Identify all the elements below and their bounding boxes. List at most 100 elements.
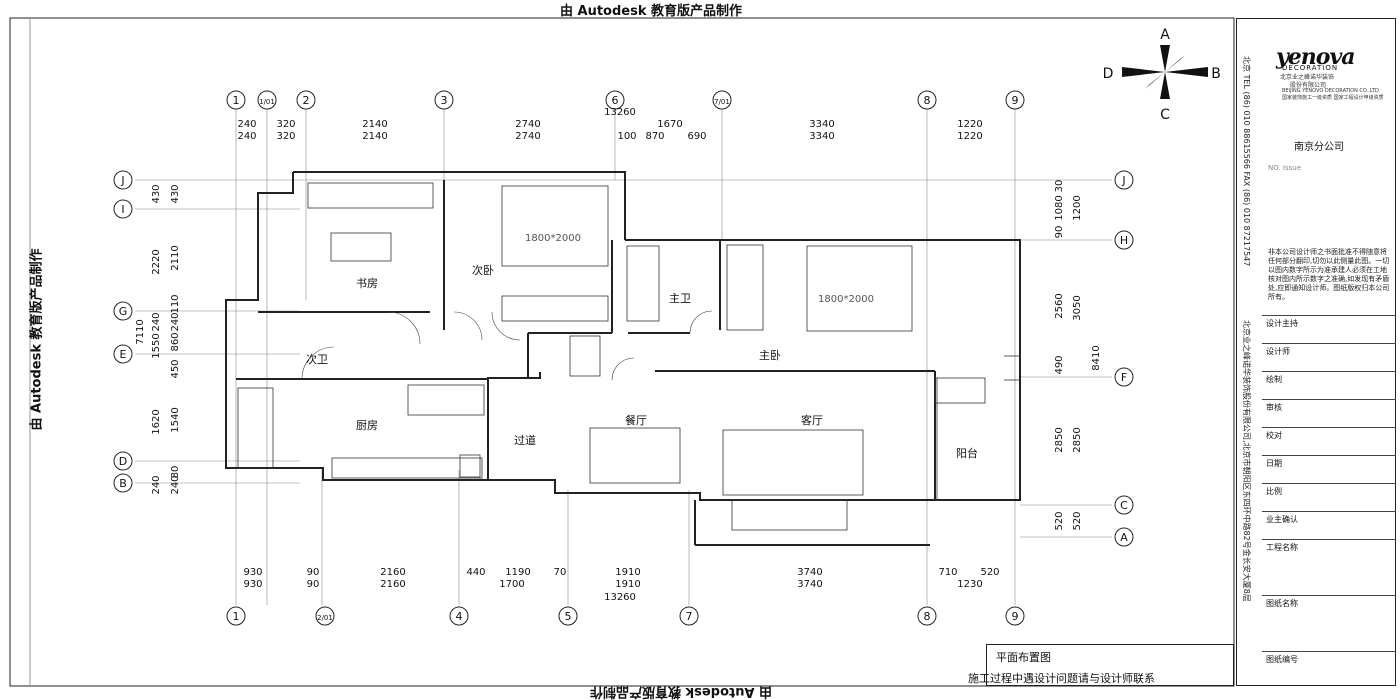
- watermark-bottom: 由 Autodesk 教育版产品制作: [590, 684, 773, 699]
- grid-left-4: [113, 451, 133, 471]
- dim-right-outer-0: 1200: [1072, 195, 1083, 220]
- grid-bottom-1: [315, 606, 335, 626]
- dim-left-inner-2: 110: [170, 294, 181, 313]
- dim-bot-r1-8: 710: [938, 567, 957, 578]
- grid-top-7-label: 9: [1012, 94, 1019, 107]
- contact-info: 北京 TEL (86) 010 88615566 FAX (86) 010 87…: [1242, 56, 1251, 267]
- dim-left-outer-0: 430: [151, 184, 162, 203]
- grid-top-6-label: 8: [924, 94, 931, 107]
- titleblock-row-3: 审核: [1266, 403, 1282, 412]
- grid-top-2: [296, 90, 316, 110]
- grid-right-3-label: C: [1120, 499, 1128, 512]
- compass-b: B: [1211, 66, 1221, 82]
- dim-right-outer-1: 3050: [1072, 295, 1083, 320]
- titleblock-row-2: 绘制: [1266, 375, 1282, 384]
- grid-right-4: [1114, 527, 1134, 547]
- dim-bot-r1-2: 2160: [380, 567, 405, 578]
- dim-top-r2-3: 2740: [515, 131, 540, 142]
- dim-left-total: 7110: [135, 319, 146, 344]
- company-name-cn: 北京业之峰诺华装饰: [1280, 74, 1335, 81]
- company-logo: yenova: [1276, 44, 1355, 70]
- grid-top-0: [226, 90, 246, 110]
- dim-left-inner-3: 240: [170, 312, 181, 331]
- company-name-en: BEIJING YENOVO DECORATION CO.,LTD: [1282, 88, 1379, 94]
- titleblock-row-6: 比例: [1266, 487, 1282, 496]
- dim-bot-r1-3: 440: [466, 567, 485, 578]
- grid-right-0: [1114, 170, 1134, 190]
- grid-right-1-label: H: [1120, 234, 1128, 247]
- dim-top-r1-4: 1670: [657, 119, 682, 130]
- dim-right-outer-3: 520: [1072, 511, 1083, 530]
- dim-top-r2-4: 100: [617, 131, 636, 142]
- dim-bot-r1-6: 1910: [615, 567, 640, 578]
- dim-right-inner-6: 520: [1054, 511, 1065, 530]
- dim-bot-total: 13260: [604, 592, 636, 603]
- dim-bot-r2-3: 1700: [499, 579, 524, 590]
- dim-top-r1-2: 2140: [362, 119, 387, 130]
- grid-top-1: [257, 90, 277, 110]
- dim-right-inner-5: 2850: [1054, 427, 1065, 452]
- dim-bot-r2-0: 930: [243, 579, 262, 590]
- grid-right-3: [1114, 495, 1134, 515]
- logo-subtitle: DECORATION: [1282, 64, 1339, 72]
- grid-top-5: [712, 90, 732, 110]
- grid-bottom-4-label: 7: [686, 610, 693, 623]
- dim-bot-r1-4: 1190: [505, 567, 530, 578]
- grid-left-1-label: I: [121, 203, 124, 216]
- dim-right-inner-0: 30: [1054, 180, 1065, 193]
- dim-left-inner-6: 1540: [170, 407, 181, 432]
- plan-title-box: [986, 644, 1234, 686]
- dim-top-r1-6: 1220: [957, 119, 982, 130]
- branch-name: 南京分公司: [1294, 142, 1344, 153]
- room-bath-2: 次卫: [306, 352, 328, 366]
- titleblock-rule-4: [1262, 427, 1396, 428]
- titleblock-rule-2: [1262, 371, 1396, 372]
- room-study: 书房: [356, 277, 378, 290]
- dim-left-outer-3: 1550: [151, 333, 162, 358]
- titleblock-rule-9: [1262, 595, 1396, 596]
- issue-label: NO. Issue: [1268, 164, 1302, 172]
- room-master-bath: 主卫: [669, 292, 691, 305]
- dim-bot-r1-7: 3740: [797, 567, 822, 578]
- grid-bottom-2-label: 4: [456, 610, 463, 623]
- room-living: 客厅: [801, 413, 823, 427]
- dim-right-inner-3: 2560: [1054, 293, 1065, 318]
- titleblock-row-4: 校对: [1266, 431, 1282, 440]
- grid-bottom-4: [679, 606, 699, 626]
- dim-bot-r1-0: 930: [243, 567, 262, 578]
- dim-top-total: 13260: [604, 107, 636, 118]
- grid-left-1: [113, 199, 133, 219]
- room-dining: 餐厅: [625, 413, 647, 427]
- grid-top-1-label: 1/01: [259, 98, 275, 106]
- titleblock-row-0: 设计主持: [1266, 319, 1298, 328]
- grid-bottom-5-label: 8: [924, 610, 931, 623]
- dim-left-outer-4: 1620: [151, 409, 162, 434]
- titleblock-rule-6: [1262, 483, 1396, 484]
- grid-bottom-1-label: 2/01: [317, 614, 333, 622]
- titleblock-row-7: 业主确认: [1266, 515, 1298, 524]
- titleblock-rule-8: [1262, 539, 1396, 540]
- titleblock-rule-3: [1262, 399, 1396, 400]
- titleblock-row-1: 设计师: [1266, 347, 1290, 356]
- dim-top-r2-0: 240: [237, 131, 256, 142]
- dim-bot-r2-1: 90: [307, 579, 320, 590]
- grid-bottom-3: [558, 606, 578, 626]
- watermark-left: 由 Autodesk 教育版产品制作: [29, 248, 45, 431]
- grid-top-3-label: 3: [441, 94, 448, 107]
- grid-bottom-0: [226, 606, 246, 626]
- compass-d: D: [1103, 66, 1114, 82]
- dim-top-r2-7: 3340: [809, 131, 834, 142]
- bed-label-2: 1800*2000: [818, 294, 874, 305]
- titleblock-row-5: 日期: [1266, 459, 1282, 468]
- grid-top-5-label: 7/01: [714, 98, 730, 106]
- grid-left-5-label: B: [119, 477, 127, 490]
- grid-left-2-label: G: [119, 305, 128, 318]
- grid-top-3: [434, 90, 454, 110]
- dim-left-inner-0: 430: [170, 184, 181, 203]
- grid-left-3: [113, 344, 133, 364]
- titleblock-row-8: 工程名称: [1266, 543, 1298, 552]
- dim-top-r2-6: 690: [687, 131, 706, 142]
- grid-left-2: [113, 301, 133, 321]
